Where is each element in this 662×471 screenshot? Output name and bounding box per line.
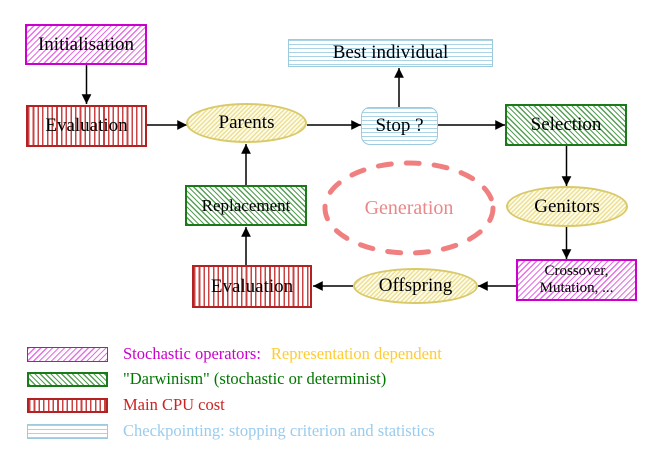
legend-label-darwinism: "Darwinism" (stochastic or determinist) [123, 369, 387, 388]
legend-entry-checkpointing: Checkpointing: stopping criterion and st… [123, 421, 435, 441]
node-evaluation-top-label: Evaluation [45, 115, 128, 137]
node-best-individual-label: Best individual [332, 42, 449, 64]
node-parents-label: Parents [218, 112, 275, 134]
node-best-individual: Best individual [288, 39, 493, 67]
legend-label-main-cpu-cost: Main CPU cost [123, 395, 225, 414]
legend-swatch-darwinism [27, 372, 108, 387]
generation-label: Generation [364, 197, 454, 219]
node-evaluation-bottom: Evaluation [192, 265, 312, 308]
node-genitors-label: Genitors [534, 195, 600, 217]
node-stop-label: Stop ? [375, 115, 424, 137]
legend-swatch-stochastic-operators [27, 347, 108, 362]
node-parents: Parents [186, 103, 307, 143]
generation-loop-ellipse [322, 160, 496, 256]
node-evaluation-top: Evaluation [26, 105, 147, 147]
node-replacement: Replacement [185, 185, 307, 226]
node-selection: Selection [505, 104, 627, 146]
node-genitors: Genitors [506, 186, 628, 227]
node-evaluation-bottom-label: Evaluation [210, 275, 294, 297]
node-offspring: Offspring [353, 268, 478, 304]
node-selection-label: Selection [530, 114, 602, 136]
legend-entry-main-cpu-cost: Main CPU cost [123, 395, 225, 415]
node-crossover-label-line1: Crossover, [544, 263, 609, 279]
legend-label-representation-dependent: Representation dependent [270, 344, 442, 363]
legend-label-stochastic-operators: Stochastic operators: [123, 344, 261, 363]
legend-entry-stochastic-operators: Stochastic operators: Representation depe… [123, 344, 442, 364]
node-crossover-mutation: Crossover, Mutation, ... [516, 259, 637, 301]
legend-entry-darwinism: "Darwinism" (stochastic or determinist) [123, 369, 386, 389]
legend-label-checkpointing: Checkpointing: stopping criterion and st… [123, 421, 435, 440]
legend-swatch-checkpointing [27, 424, 108, 439]
node-initialisation-label: Initialisation [37, 33, 135, 55]
node-stop: Stop ? [361, 107, 438, 145]
node-initialisation: Initialisation [25, 24, 147, 65]
node-offspring-label: Offspring [378, 275, 453, 297]
node-crossover-label-line2: Mutation, ... [539, 280, 614, 296]
legend-swatch-main-cpu-cost [27, 398, 108, 413]
node-replacement-label: Replacement [201, 195, 291, 215]
